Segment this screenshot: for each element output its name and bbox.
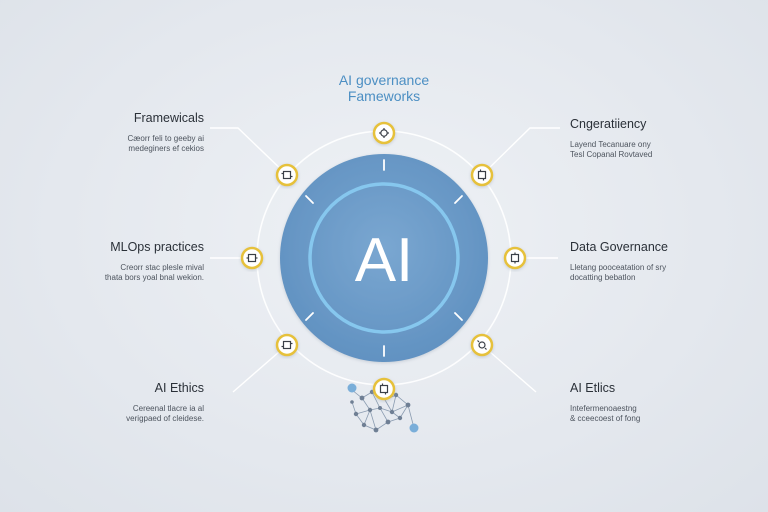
- label-title: Cngeratiiency: [570, 117, 647, 131]
- core-ticks: [305, 159, 463, 357]
- chip-icon: [477, 169, 487, 181]
- label-desc-1: Intefermenoaestng: [570, 404, 637, 413]
- label-desc-2: & cceecoest of fong: [570, 414, 641, 423]
- node-left: [240, 246, 264, 270]
- label-desc-2: thata bors yoal bnal wekion.: [104, 273, 204, 282]
- label-data-governance: Data Governance Lletang pooceatation of …: [570, 240, 768, 283]
- label-ethics: AI Ethics Cereenal tlacre ia al verigpae…: [4, 381, 204, 424]
- label-title: AI Etlics: [570, 381, 616, 395]
- label-desc-2: Tesl Copanal Rovtaved: [570, 150, 653, 159]
- network-nodes: [347, 383, 419, 433]
- connector-congrat: [481, 127, 560, 176]
- node-bottom: [372, 377, 396, 401]
- gear-icon: [477, 340, 487, 350]
- chip-icon: [246, 253, 258, 263]
- connector-ethics: [232, 344, 288, 393]
- label-desc-2: verigpaed of cleidese.: [126, 414, 204, 423]
- label-title: MLOps practices: [110, 240, 204, 254]
- gear-icon: [379, 128, 389, 138]
- label-mlops: MLOps practices Creorr stac plesle mival…: [4, 240, 204, 283]
- node-upper-right: [470, 163, 494, 187]
- label-title: Framewicals: [133, 111, 204, 125]
- label-desc-2: medeginers ef cekios: [128, 144, 204, 153]
- chip-icon: [281, 340, 293, 350]
- node-right: [503, 246, 527, 270]
- node-lower-left: [275, 333, 299, 357]
- title-line-1: AI governance: [338, 72, 430, 88]
- title-line-2: Fameworks: [347, 88, 421, 104]
- label-title: AI Ethics: [154, 381, 204, 395]
- label-etlics: AI Etlics Intefermenoaestng & cceecoest …: [570, 381, 768, 424]
- label-desc-1: Cereenal tlacre ia al: [132, 404, 204, 413]
- label-congrat: Cngeratiiency Layend Tecanuare ony Tesl …: [570, 117, 768, 160]
- label-title: Data Governance: [570, 240, 668, 254]
- diagram-title: AI governance Fameworks: [284, 72, 484, 104]
- label-desc-1: Layend Tecanuare ony: [570, 140, 651, 149]
- chip-icon: [379, 383, 389, 395]
- connector-frameworks: [210, 127, 288, 176]
- chip-icon: [510, 252, 520, 264]
- label-frameworks: Framewicals Cæorr feli to geeby ai medeg…: [4, 111, 204, 154]
- label-desc-1: Lletang pooceatation of sry: [570, 263, 667, 272]
- connector-etlics: [481, 344, 537, 393]
- node-top: [372, 121, 396, 145]
- core-ring: [308, 182, 460, 334]
- chip-icon: [281, 170, 293, 180]
- label-desc-1: Creorr stac plesle mival: [120, 263, 204, 272]
- label-desc-1: Cæorr feli to geeby ai: [127, 134, 204, 143]
- node-lower-right: [470, 333, 494, 357]
- orbit-nodes: [240, 121, 527, 401]
- node-upper-left: [275, 163, 299, 187]
- core-label: AI: [354, 226, 414, 295]
- label-desc-2: docatting bebatlon: [570, 273, 636, 282]
